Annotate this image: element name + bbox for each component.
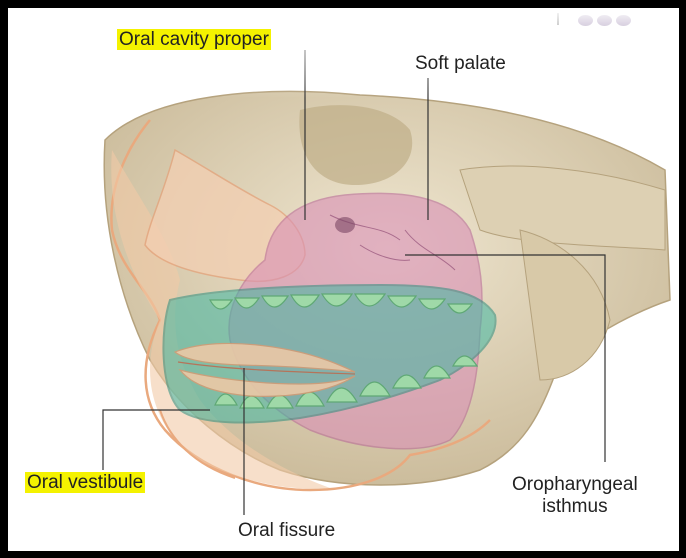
label-oropharyngeal-isthmus: Oropharyngeal isthmus — [512, 474, 638, 518]
label-line-1: Oropharyngeal — [512, 474, 638, 496]
label-soft-palate: Soft palate — [415, 53, 506, 75]
label-oral-fissure: Oral fissure — [238, 520, 335, 542]
foramen-shape — [335, 217, 355, 233]
label-text: Oral vestibule — [25, 472, 145, 493]
label-text: Oral cavity proper — [117, 29, 271, 50]
label-line-2: isthmus — [512, 496, 638, 518]
label-oral-cavity-proper: Oral cavity proper — [117, 29, 271, 51]
label-oral-vestibule: Oral vestibule — [25, 472, 145, 494]
